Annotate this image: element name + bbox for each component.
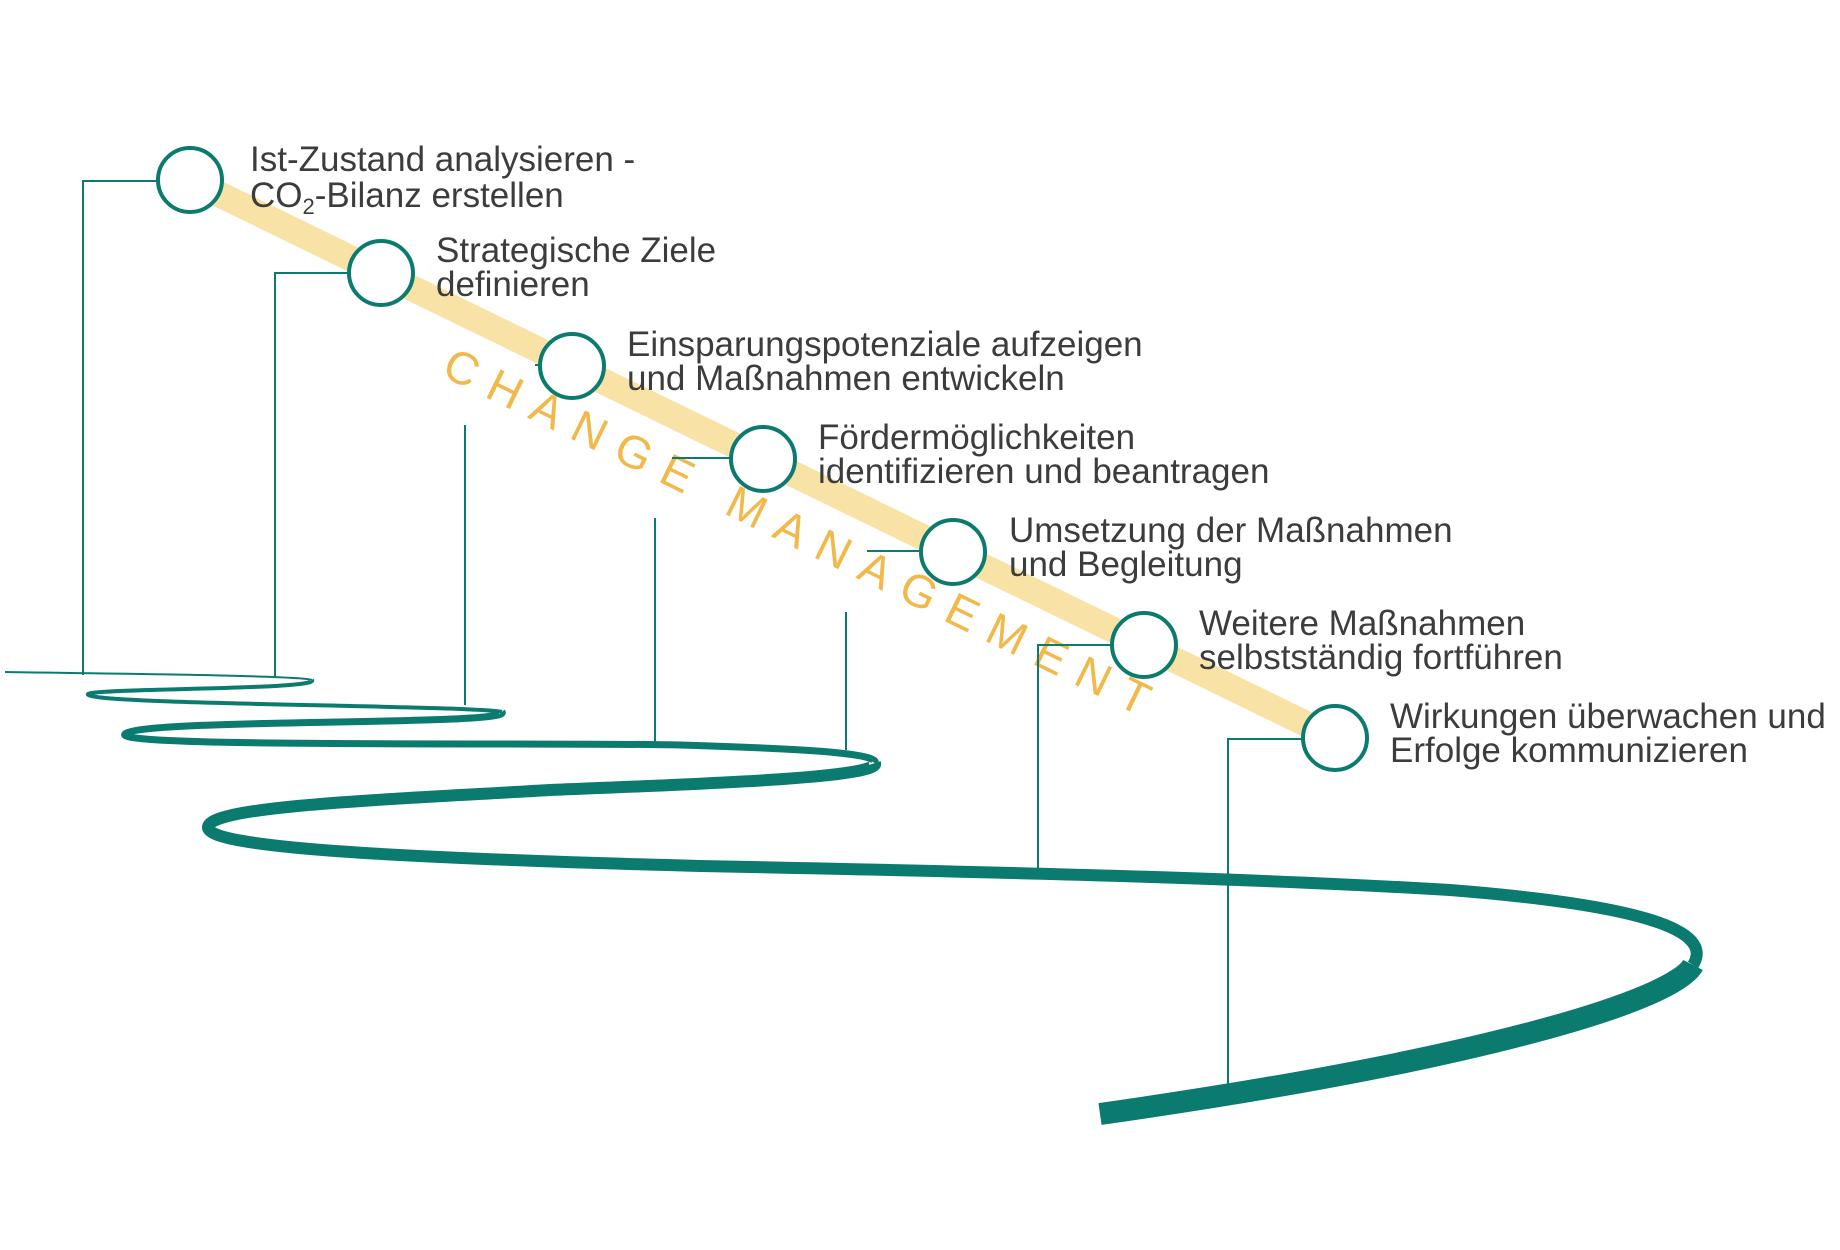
step-4-line1: Fördermöglichkeiten xyxy=(818,418,1135,457)
connector-6 xyxy=(1037,644,1112,868)
connectors xyxy=(82,180,1303,1100)
winding-road xyxy=(4,671,1703,1125)
milestone-circle-5 xyxy=(919,518,987,586)
road-segment-5 xyxy=(1098,958,1703,1125)
step-1-line2-rest: -Bilanz erstellen xyxy=(315,176,564,215)
step-4-line2: identifizieren und beantragen xyxy=(818,452,1269,491)
step-1-line1: Ist-Zustand analysieren - xyxy=(250,140,635,179)
milestone-circle-4 xyxy=(729,425,797,493)
step-1-line2-subscript: 2 xyxy=(303,194,315,219)
connector-2 xyxy=(274,272,350,678)
road-segment-3 xyxy=(121,708,879,765)
step-2-line1: Strategische Ziele xyxy=(436,231,716,270)
step-4-label: Fördermöglichkeiten identifizieren und b… xyxy=(818,418,1269,491)
step-3-line2: und Maßnahmen entwickeln xyxy=(627,359,1065,398)
step-3-line1: Einsparungspotenziale aufzeigen xyxy=(627,325,1143,364)
step-labels: Ist-Zustand analysieren - CO2-Bilanz ers… xyxy=(250,140,1836,770)
step-1-label: Ist-Zustand analysieren - CO2-Bilanz ers… xyxy=(250,140,645,219)
step-7-line1: Wirkungen überwachen und xyxy=(1390,697,1826,736)
step-2-label: Strategische Ziele definieren xyxy=(436,231,726,304)
milestone-circle-3 xyxy=(538,332,606,400)
road-segment-1 xyxy=(4,671,313,681)
step-7-label: Wirkungen überwachen und Erfolge kommuni… xyxy=(1390,697,1836,770)
step-6-line2: selbstständig fortführen xyxy=(1199,638,1563,677)
milestone-circle-2 xyxy=(347,239,415,307)
step-5-line2: und Begleitung xyxy=(1009,545,1243,584)
road-segment-2 xyxy=(85,678,503,714)
step-5-line1: Umsetzung der Maßnahmen xyxy=(1009,511,1453,550)
milestone-circle-1 xyxy=(156,146,224,214)
milestones xyxy=(156,146,1369,772)
road-segment-4 xyxy=(202,759,1703,969)
step-7-line2: Erfolge kommunizieren xyxy=(1390,731,1748,770)
step-1-line2-prefix: CO xyxy=(250,176,303,215)
connector-1 xyxy=(82,180,158,675)
step-6-line1: Weitere Maßnahmen xyxy=(1199,604,1525,643)
step-5-label: Umsetzung der Maßnahmen und Begleitung xyxy=(1009,511,1462,584)
milestone-circle-6 xyxy=(1110,611,1178,679)
step-1-line2: CO2-Bilanz erstellen xyxy=(250,176,564,219)
step-6-label: Weitere Maßnahmen selbstständig fortführ… xyxy=(1199,604,1563,677)
step-2-line2: definieren xyxy=(436,265,590,304)
step-3-label: Einsparungspotenziale aufzeigen und Maßn… xyxy=(627,325,1152,398)
connector-7 xyxy=(1227,738,1303,1100)
milestone-circle-7 xyxy=(1301,704,1369,772)
